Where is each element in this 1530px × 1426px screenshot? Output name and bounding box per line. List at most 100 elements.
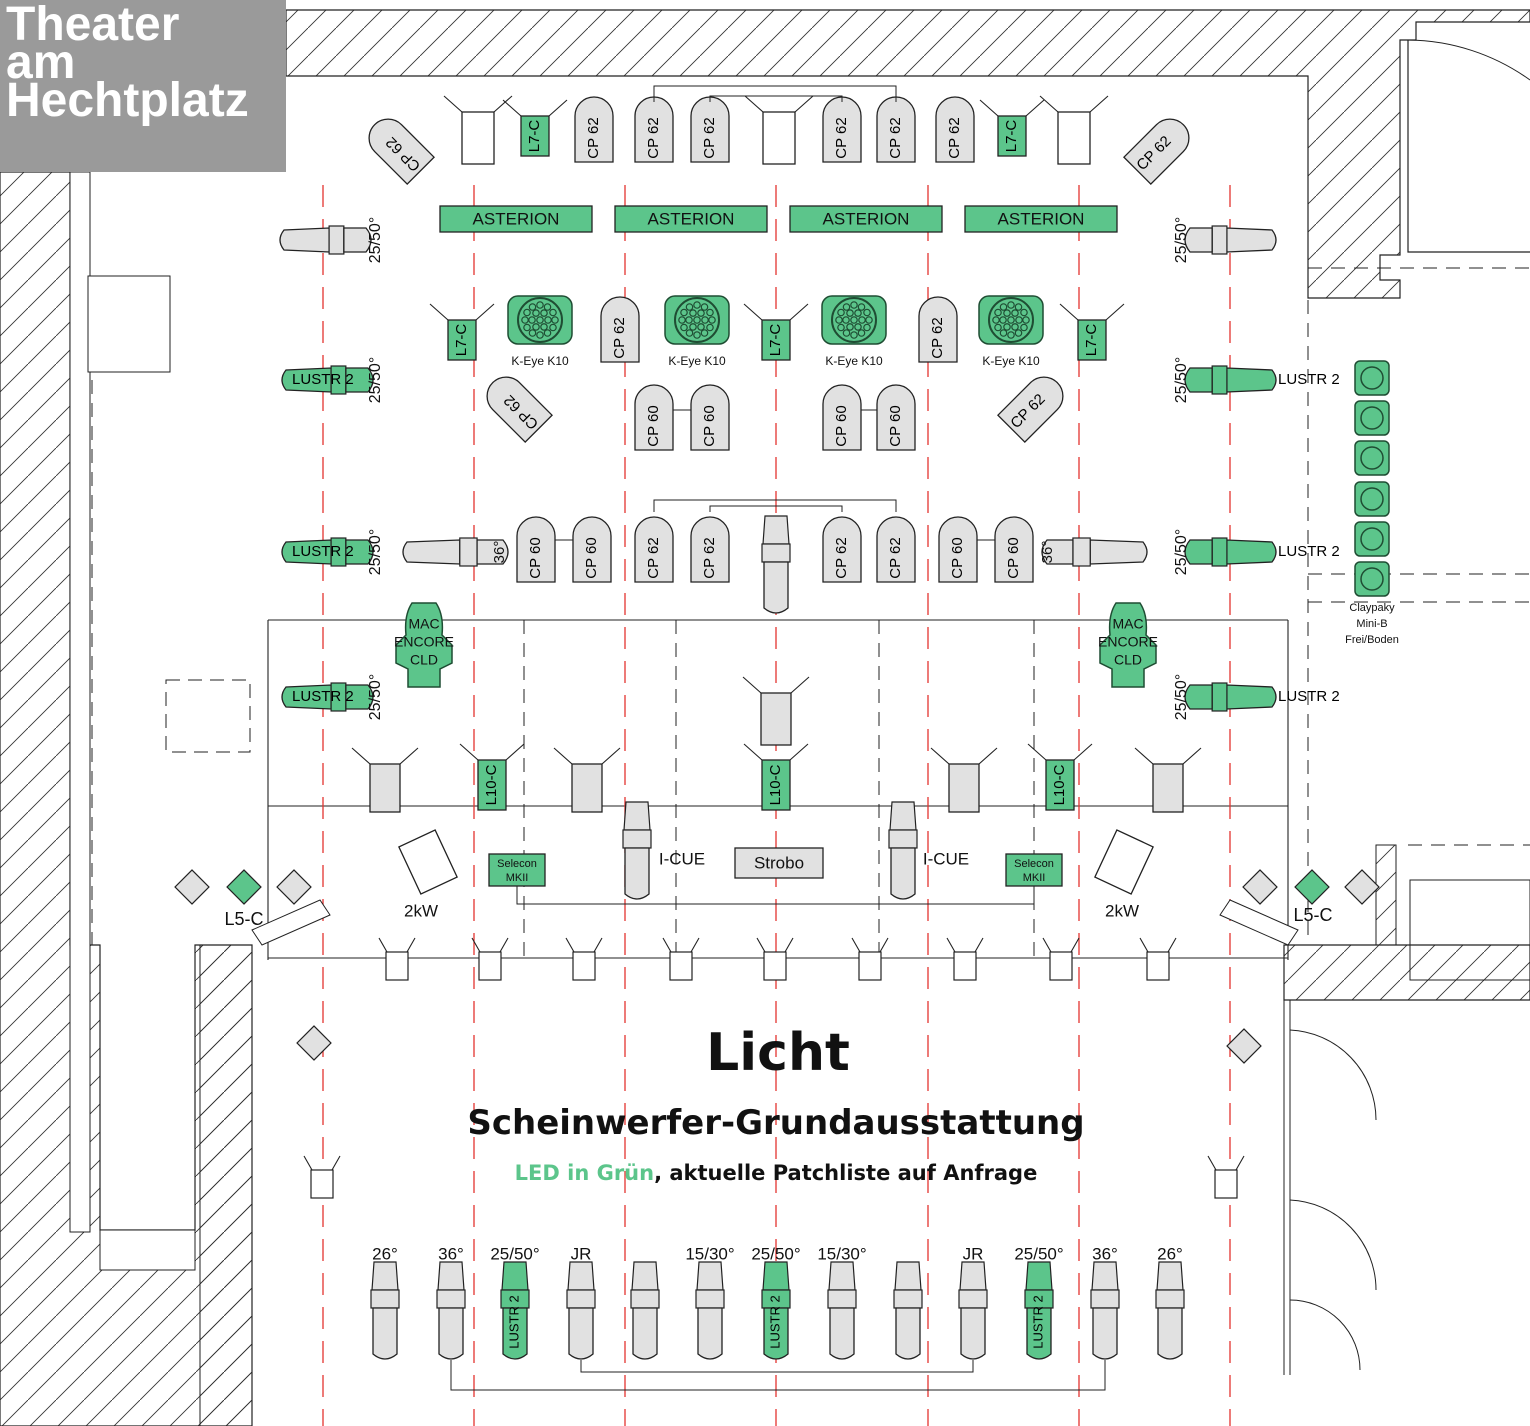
vp-yoke (762, 1261, 790, 1291)
fresnel-body (762, 111, 796, 165)
vp-body (763, 561, 789, 614)
barn-door (1105, 303, 1125, 321)
vertical-profile: LUSTR 2 (500, 1261, 530, 1360)
small-fresnel-body (763, 951, 787, 981)
mini-lens (1360, 487, 1384, 511)
fixture-label: MKII (1023, 872, 1046, 884)
vp-body (960, 1307, 986, 1360)
profile-lens (279, 227, 330, 253)
l5c-fixture (276, 869, 312, 905)
fresnel-fixture: L10-C (743, 743, 809, 811)
profile-gate (328, 225, 345, 255)
cp-label: CP 62 (585, 117, 602, 158)
diamond-body (1294, 869, 1330, 905)
vp-yoke (894, 1261, 922, 1291)
box-body (614, 205, 768, 233)
small-fresnel-body (1214, 1169, 1238, 1199)
vertical-profile (761, 515, 791, 614)
barn-door (1042, 937, 1080, 953)
l5c-fixture (1344, 869, 1380, 905)
barn-door (743, 743, 763, 761)
barn-door (475, 303, 495, 321)
keye-led (543, 329, 552, 337)
connector-line (555, 499, 995, 541)
profile-fixture: LUSTR 2 (1184, 682, 1340, 712)
cp-body (634, 96, 674, 163)
diamond-body (1226, 1028, 1262, 1064)
barn-door (1182, 747, 1202, 765)
plan-note-led: LED in Grün (515, 1161, 654, 1185)
fixture-label: Mini-B (1356, 618, 1387, 630)
cp-label: CP 60 (701, 405, 718, 446)
vp-gate (622, 829, 652, 849)
labeled-box (789, 205, 943, 233)
mac-encore-fixture (395, 602, 453, 688)
fixture-label: L5-C (1293, 905, 1332, 925)
cp-body (876, 96, 916, 163)
wall (1375, 844, 1397, 946)
keye-led (689, 323, 697, 331)
keye-led (523, 308, 531, 317)
cp-body (574, 96, 614, 163)
keye-led (863, 308, 871, 317)
fixture-label: K-Eye K10 (825, 354, 883, 368)
keye-led (700, 303, 709, 311)
fixture-label: Selecon (1014, 858, 1054, 870)
barn-door (471, 937, 509, 953)
vp-label: LUSTR 2 (1030, 1295, 1045, 1348)
vp-yoke (567, 1261, 595, 1291)
diamond-body (174, 869, 210, 905)
selecon-body (1005, 853, 1063, 887)
cp-label: CP 60 (833, 405, 850, 446)
front-row-label: 25/50° (490, 1244, 539, 1263)
l5c-fixture (296, 1025, 332, 1061)
barn-door (459, 743, 479, 761)
plan-subtitle: Scheinwerfer-Grundausstattung (467, 1103, 1084, 1143)
keye-led (523, 323, 531, 332)
vp-body (895, 1307, 921, 1360)
profile-lens (1226, 539, 1277, 565)
vp-body (438, 1307, 464, 1360)
profile-label: LUSTR 2 (292, 688, 354, 705)
plan-note-text: , aktuelle Patchliste auf Anfrage (654, 1161, 1037, 1185)
small-fresnel-body (385, 951, 409, 981)
barn-door (1027, 743, 1047, 761)
vertical-profile (566, 1261, 596, 1360)
fixture-label: Frei/Boden (1345, 634, 1399, 646)
profile-fixture: LUSTR 2 (281, 537, 374, 567)
vertical-profile (893, 1261, 923, 1360)
fixture-label: MKII (506, 872, 529, 884)
keye-led (846, 323, 854, 331)
vp-gate (958, 1289, 988, 1309)
keye-led (854, 323, 862, 331)
fresnel-fixture: L10-C (1027, 743, 1093, 811)
fixture-label: Selecon (497, 858, 537, 870)
fresnel-label: L7-C (767, 324, 784, 357)
vertical-profile (827, 1261, 857, 1360)
barn-door (742, 676, 762, 694)
fixture-label: 2kW (404, 901, 438, 920)
vertical-profile (1155, 1261, 1185, 1360)
keye-led (693, 301, 701, 309)
profile-label: LUSTR 2 (1278, 688, 1340, 705)
barn-door (1207, 1155, 1245, 1171)
profile-body (1184, 227, 1213, 253)
cp-label: CP 62 (887, 117, 904, 158)
profile-label: LUSTR 2 (1278, 543, 1340, 560)
cp-body (822, 96, 862, 163)
walls (0, 9, 1530, 1426)
fixture-label: I-CUE (659, 849, 705, 868)
vp-body (1026, 1307, 1052, 1360)
keye-led (857, 329, 866, 337)
mac-body (1099, 602, 1157, 688)
small-fresnel (303, 1155, 341, 1199)
cp-fixture: CP 62 (634, 96, 674, 163)
vp-yoke (1091, 1261, 1119, 1291)
vp-body (502, 1307, 528, 1360)
fixture-label: Claypaky (1349, 602, 1395, 614)
vertical-profile (695, 1261, 725, 1360)
keye-led (678, 316, 686, 324)
fixture-label: MAC (1112, 616, 1143, 632)
vp-yoke (631, 1261, 659, 1291)
barn-door (1089, 95, 1109, 113)
